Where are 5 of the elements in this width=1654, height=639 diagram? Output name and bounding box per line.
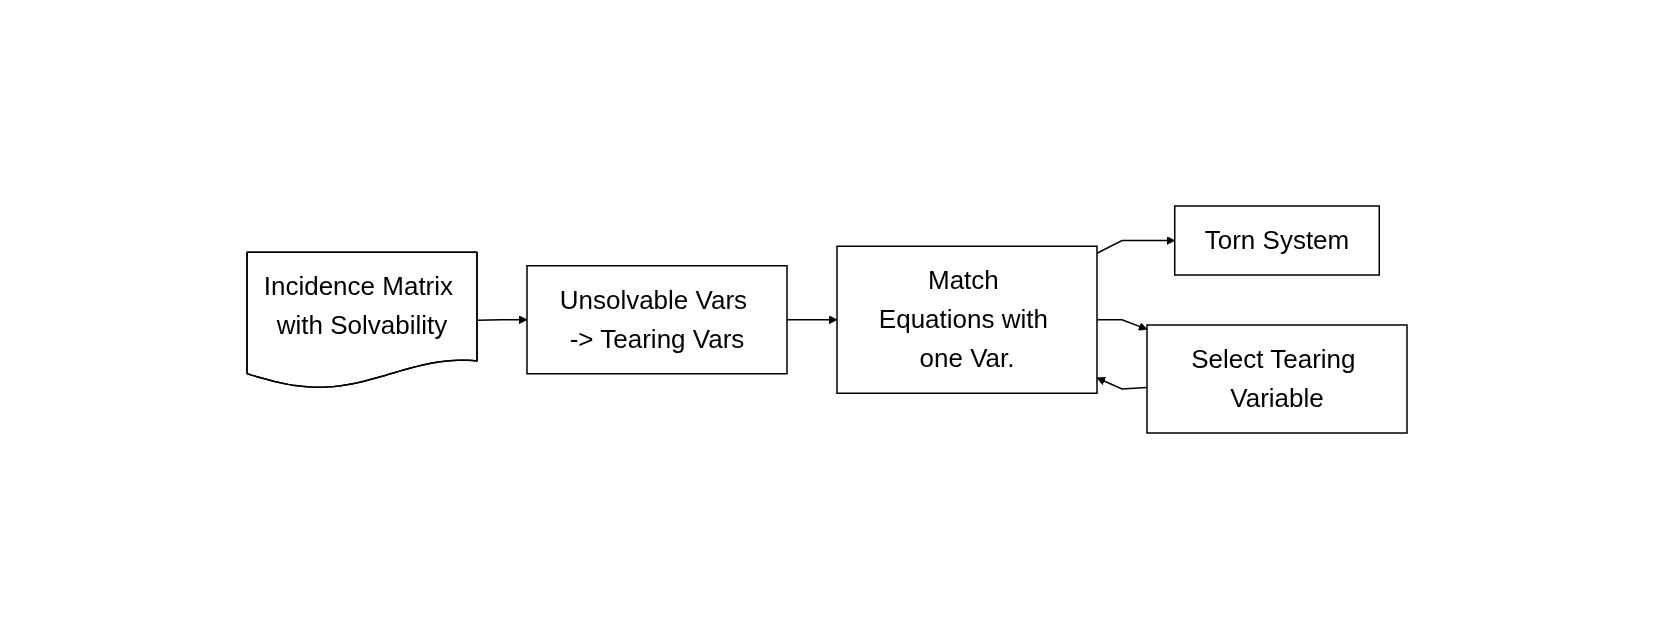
node-box: Torn System — [1174, 205, 1380, 276]
node-box: Select Tearing Variable — [1146, 324, 1408, 434]
arrow — [476, 315, 528, 325]
node-box: Unsolvable Vars -> Tearing Vars — [526, 265, 788, 375]
node-box: Match Equations with one Var. — [836, 245, 1098, 394]
